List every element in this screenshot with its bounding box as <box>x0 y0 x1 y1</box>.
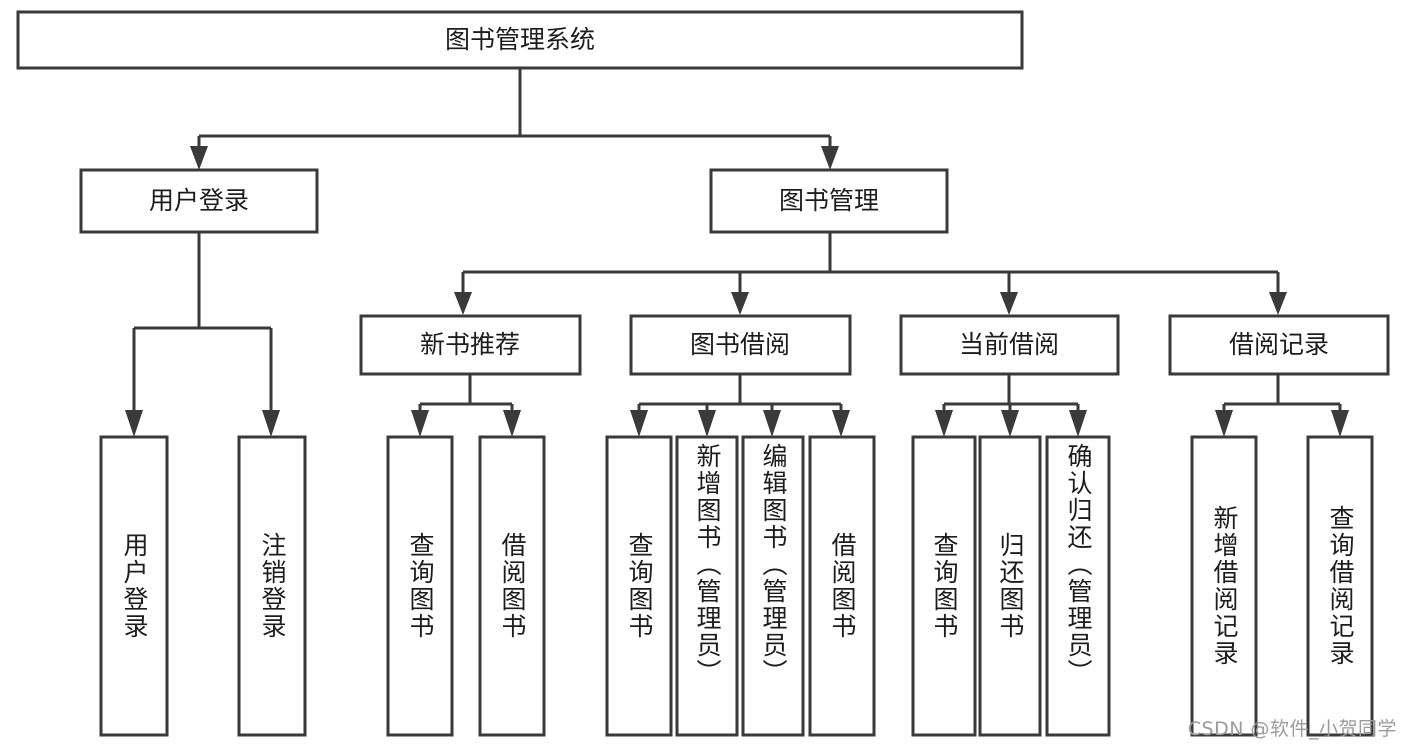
arrow-head-leaf-2 <box>262 410 280 437</box>
node-book-borrow-label: 图书借阅 <box>690 330 790 359</box>
node-root[interactable]: 图书管理系统 <box>16 10 1024 70</box>
node-borrow-records-label: 借阅记录 <box>1229 330 1329 359</box>
arrow-head-book-mgmt <box>821 146 839 170</box>
node-book-management-label: 图书管理 <box>779 186 879 215</box>
leaf-box-query-borrow-record[interactable] <box>1306 435 1374 737</box>
node-user-login-box[interactable] <box>79 168 319 234</box>
arrow-head-leaf-11 <box>1069 410 1087 437</box>
arrow-head-leaf-1 <box>125 410 143 437</box>
connector-group <box>125 69 1349 437</box>
node-new-book-recommend-label: 新书推荐 <box>420 330 520 359</box>
node-user-login[interactable]: 用户登录 <box>79 168 319 234</box>
watermark: CSDN @软件_小贺同学 <box>1187 718 1397 740</box>
node-borrow-records[interactable]: 借阅记录 <box>1168 314 1390 376</box>
leaf-box-edit-book-admin[interactable] <box>741 435 805 737</box>
node-root-box[interactable] <box>16 10 1024 70</box>
leaf-box-add-book-admin[interactable] <box>675 435 739 737</box>
node-current-borrow[interactable]: 当前借阅 <box>899 314 1120 376</box>
leaf-box-return-book[interactable] <box>978 435 1042 737</box>
arrow-head-leaf-7 <box>763 410 781 437</box>
leaf-box-add-borrow-record[interactable] <box>1190 435 1258 737</box>
leaf-box-query-book-2[interactable] <box>605 435 673 737</box>
arrow-head-leaf-6 <box>698 410 716 437</box>
node-new-book-recommend[interactable]: 新书推荐 <box>359 314 582 376</box>
node-book-management[interactable]: 图书管理 <box>709 168 949 234</box>
arrow-head-records <box>1269 292 1287 315</box>
arrow-head-leaf-5 <box>630 410 648 437</box>
arrow-head-leaf-9 <box>935 410 953 437</box>
node-book-borrow[interactable]: 图书借阅 <box>629 314 852 376</box>
node-new-book-recommend-box[interactable] <box>359 314 582 376</box>
leaf-box-query-book-3[interactable] <box>911 435 977 737</box>
arrow-head-leaf-13 <box>1331 410 1349 437</box>
arrow-head-leaf-3 <box>411 410 429 437</box>
arrow-head-user-login <box>190 146 208 170</box>
leaf-box-confirm-return-admin[interactable] <box>1045 435 1111 737</box>
node-book-management-box[interactable] <box>709 168 949 234</box>
arrow-head-leaf-8 <box>832 410 850 437</box>
arrow-head-current <box>1000 292 1018 315</box>
node-borrow-records-box[interactable] <box>1168 314 1390 376</box>
node-current-borrow-box[interactable] <box>899 314 1120 376</box>
node-user-login-label: 用户登录 <box>149 186 249 215</box>
leaf-box-borrow-book-2[interactable] <box>808 435 876 737</box>
leaf-box-logout[interactable] <box>237 435 307 737</box>
arrow-head-leaf-12 <box>1215 410 1233 437</box>
node-book-borrow-box[interactable] <box>629 314 852 376</box>
arrow-head-leaf-10 <box>1001 410 1019 437</box>
arrow-head-leaf-4 <box>503 410 521 437</box>
node-root-label: 图书管理系统 <box>445 25 595 54</box>
arrow-head-borrow <box>731 292 749 315</box>
leaf-box-borrow-book-1[interactable] <box>478 435 546 737</box>
arrow-head-newbook <box>454 292 472 315</box>
node-current-borrow-label: 当前借阅 <box>959 330 1059 359</box>
leaf-box-query-book-1[interactable] <box>386 435 454 737</box>
leaf-box-user-login[interactable] <box>99 435 169 737</box>
